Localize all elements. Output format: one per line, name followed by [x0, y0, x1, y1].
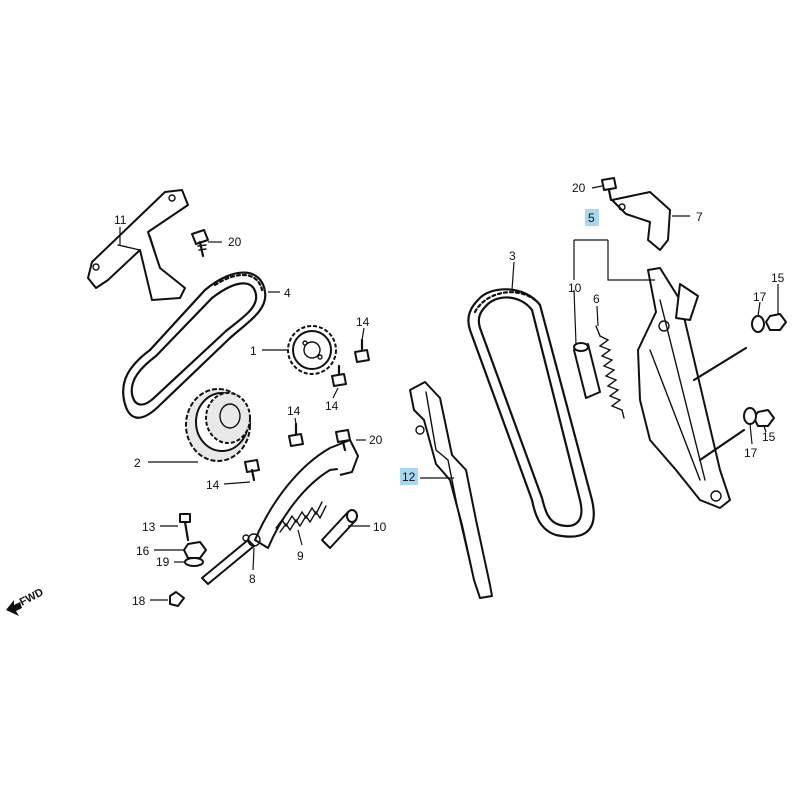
callout-5: 5	[588, 211, 595, 225]
bolt-14-a	[354, 338, 370, 363]
fwd-arrow: FWD	[6, 586, 46, 616]
nut-16	[183, 541, 207, 559]
bolt-20-right	[601, 177, 617, 202]
callout-12: 12	[402, 470, 416, 484]
callout-20-center: 20	[369, 433, 383, 447]
callout-19: 19	[156, 555, 170, 569]
callout-20-right: 20	[572, 181, 586, 195]
tensioner-housing	[637, 267, 748, 509]
bolt-14-b	[331, 364, 347, 387]
callout-15-top: 15	[771, 271, 785, 285]
callout-13: 13	[142, 520, 156, 534]
callout-17-bottom: 17	[744, 446, 758, 460]
cam-chain-small	[122, 271, 267, 419]
washer-17-a	[751, 315, 765, 333]
callout-3: 3	[509, 249, 516, 263]
callout-14-a: 14	[356, 315, 370, 329]
callout-15-bottom: 15	[762, 430, 776, 444]
callout-17-top: 17	[753, 290, 767, 304]
guide-bracket	[87, 189, 189, 301]
washer-19	[184, 557, 204, 567]
callout-2: 2	[134, 456, 141, 470]
callout-10-left: 10	[373, 520, 387, 534]
callout-12-highlight	[400, 468, 418, 485]
callout-5-highlight	[585, 209, 599, 226]
cam-sprocket	[287, 325, 337, 375]
fwd-label: FWD	[18, 586, 46, 608]
pushrod-right	[573, 342, 601, 399]
tensioner-spring-right	[595, 325, 625, 419]
tensioner-bracket	[611, 191, 671, 251]
bolt-14-d	[244, 459, 260, 482]
pushrod-left	[321, 509, 358, 549]
bolt-13	[179, 513, 191, 542]
washer-17-b	[743, 407, 757, 425]
callout-14-b: 14	[325, 399, 339, 413]
bolt-20-center	[335, 429, 351, 452]
tensioner-arm	[201, 439, 359, 585]
crank-sprocket	[185, 388, 251, 462]
callout-10-right: 10	[568, 281, 582, 295]
leader-lines	[119, 185, 779, 601]
bolt-14-c	[288, 422, 304, 447]
callout-14-c: 14	[287, 404, 301, 418]
nut-15-b	[753, 409, 775, 427]
callout-18: 18	[132, 594, 146, 608]
callout-20-left: 20	[228, 235, 242, 249]
callout-1: 1	[250, 344, 257, 358]
callout-4: 4	[284, 286, 291, 300]
cam-chain-main	[467, 288, 595, 538]
callout-9: 9	[297, 549, 304, 563]
plug-18	[169, 591, 185, 607]
nut-15-a	[765, 313, 787, 331]
callout-14-d: 14	[206, 478, 220, 492]
tensioner-spring-left	[275, 501, 327, 533]
callout-6: 6	[593, 292, 600, 306]
callout-16: 16	[136, 544, 150, 558]
chain-guide	[409, 381, 493, 599]
callout-11: 11	[114, 213, 127, 227]
callout-8: 8	[249, 572, 256, 586]
callout-7: 7	[696, 210, 703, 224]
bolt-20-left	[191, 229, 209, 258]
